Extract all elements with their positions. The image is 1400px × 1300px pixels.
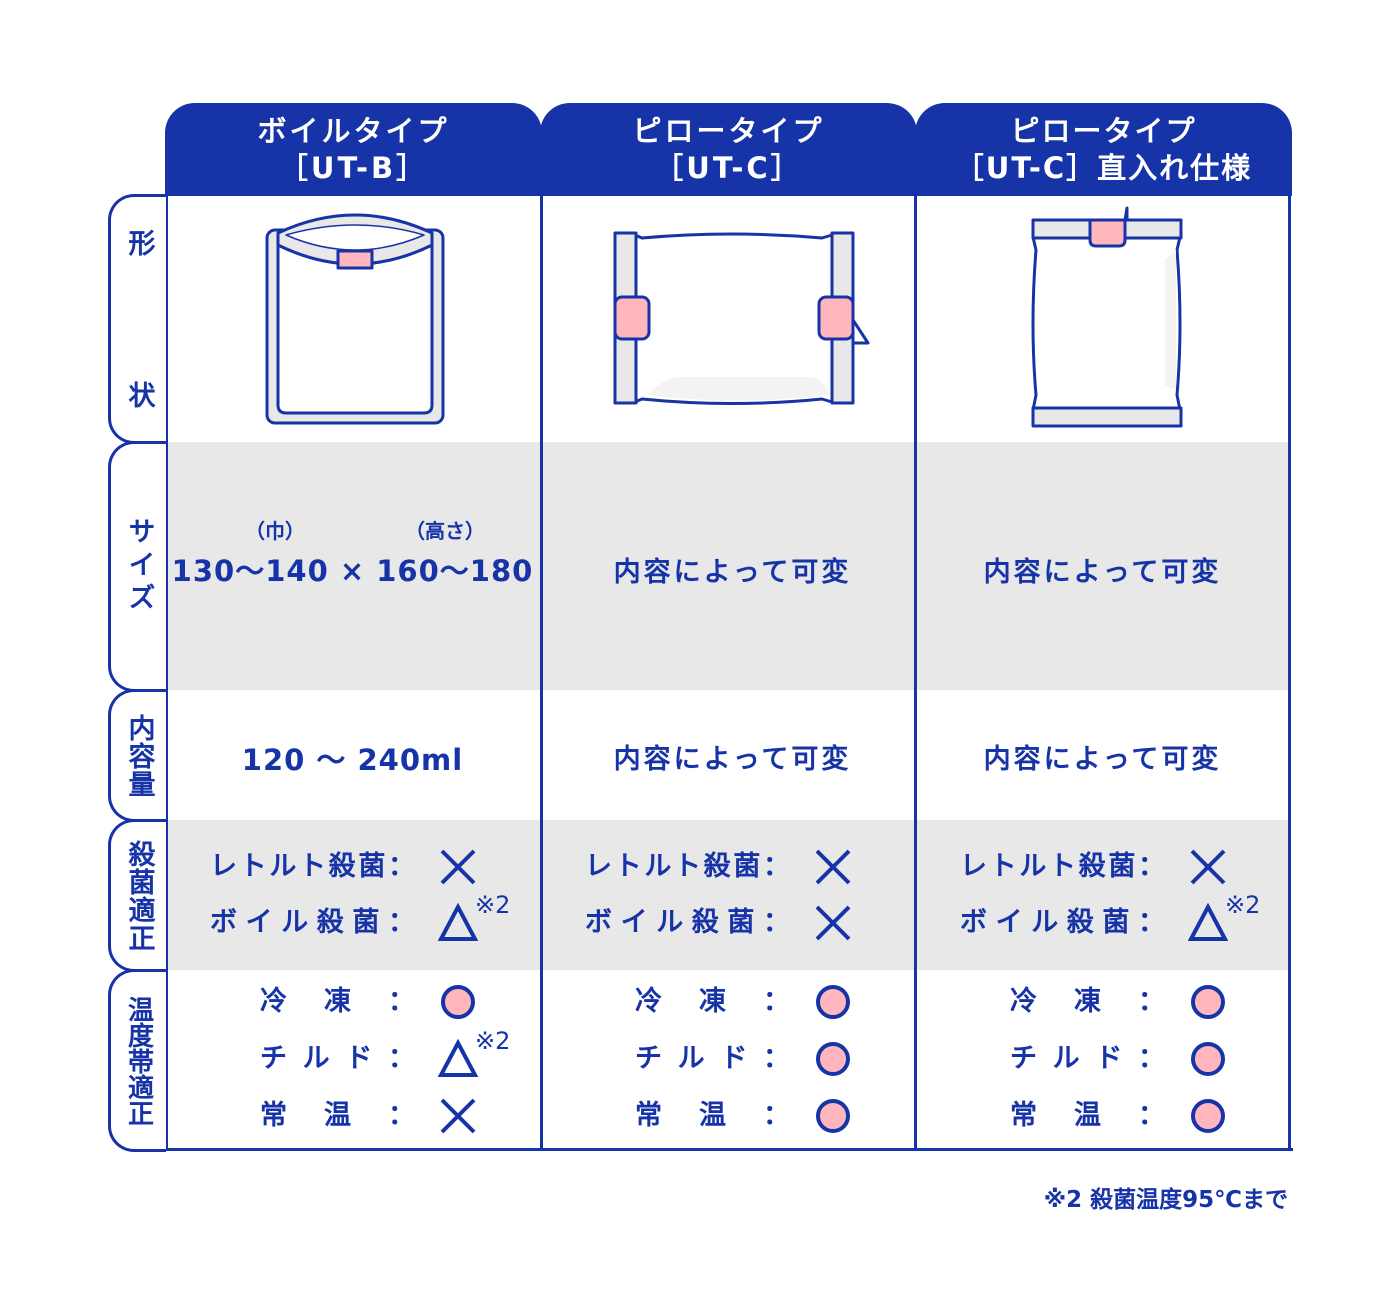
row-label-size: サイズ [108, 441, 166, 692]
row-label-sterilization: 殺菌適正 [108, 819, 166, 972]
temperature-label: 冷凍： [1010, 986, 1165, 1017]
header-col-3: ピロータイプ ［UT-C］直入れ仕様 [915, 103, 1292, 196]
height-note: （高さ） [405, 519, 485, 543]
header-col-2: ピロータイプ ［UT-C］ [540, 103, 917, 196]
sterilization-label: ボイル殺菌： [210, 907, 415, 938]
grid-line [540, 195, 543, 1151]
triangle-icon [1187, 902, 1229, 943]
circle-icon [813, 1039, 853, 1079]
row-label-temperature: 温度帯適正 [108, 969, 166, 1152]
header-code: ［UT-C］直入れ仕様 [954, 151, 1253, 185]
temperature-label: 常温： [635, 1100, 790, 1131]
cross-icon [438, 1096, 478, 1136]
triangle-icon [437, 902, 479, 943]
header-title: ピロータイプ [632, 114, 825, 148]
cross-icon [813, 903, 853, 943]
circle-icon [1188, 982, 1228, 1022]
grid-line [165, 1148, 1293, 1151]
cross-icon [813, 847, 853, 887]
capacity-value: 内容によって可変 [613, 744, 852, 775]
cross-icon [1188, 847, 1228, 887]
temperature-label: 冷凍： [260, 986, 415, 1017]
row-label-text: 内容量 [123, 713, 155, 798]
row-label-shape: 形 状 [108, 194, 166, 444]
sterilization-label: レトルト殺菌： [960, 851, 1165, 882]
size-value: 130～140 × 160～180 [171, 554, 534, 588]
width-note: （巾） [245, 519, 305, 543]
row-label-text: 温度帯適正 [123, 995, 154, 1126]
temperature-label: 冷凍： [635, 986, 790, 1017]
size-value: 内容によって可変 [613, 557, 852, 588]
header-code: ［UT-C］ [654, 151, 803, 185]
cross-icon [438, 847, 478, 887]
grid-line [914, 195, 917, 1151]
pillow-pouch-illustration [613, 231, 870, 405]
temperature-label: 常温： [260, 1100, 415, 1131]
row-label-text: サイズ [123, 517, 155, 616]
capacity-value: 120 ～ 240ml [241, 743, 464, 777]
circle-icon [1188, 1039, 1228, 1079]
size-value: 内容によって可変 [983, 557, 1222, 588]
grid-line [165, 195, 168, 1151]
boil-pouch-illustration [265, 213, 445, 425]
sterilization-label: レトルト殺菌： [210, 851, 415, 882]
header-code: ［UT-B］ [278, 151, 429, 185]
triangle-icon [437, 1038, 479, 1079]
footnote-reference: ※2 [475, 891, 511, 919]
grid-line [1288, 195, 1291, 1151]
temperature-label: 常温： [1010, 1100, 1165, 1131]
row-label-capacity: 内容量 [108, 689, 166, 822]
sterilization-row-background [165, 820, 1290, 970]
row-label-text: 状 [123, 381, 155, 409]
temperature-label: チルド： [1010, 1043, 1165, 1074]
row-label-text: 殺菌適正 [123, 839, 155, 952]
header-col-1: ボイルタイプ ［UT-B］ [165, 103, 542, 196]
header-title: ピロータイプ [1010, 114, 1197, 148]
circle-icon [438, 982, 478, 1022]
pillow-direct-fill-pouch-illustration [1031, 206, 1183, 428]
footnote: ※2 殺菌温度95℃まで [1043, 1187, 1288, 1213]
temperature-label: チルド： [635, 1043, 790, 1074]
temperature-label: チルド： [260, 1043, 415, 1074]
circle-icon [813, 1096, 853, 1136]
footnote-reference: ※2 [475, 1027, 511, 1055]
footnote-reference: ※2 [1225, 891, 1261, 919]
header-title: ボイルタイプ [257, 114, 450, 148]
circle-icon [1188, 1096, 1228, 1136]
sterilization-label: レトルト殺菌： [585, 851, 790, 882]
size-row-background [165, 442, 1290, 690]
row-label-text: 形 [123, 229, 155, 257]
capacity-value: 内容によって可変 [983, 744, 1222, 775]
sterilization-label: ボイル殺菌： [960, 907, 1165, 938]
sterilization-label: ボイル殺菌： [585, 907, 790, 938]
circle-icon [813, 982, 853, 1022]
